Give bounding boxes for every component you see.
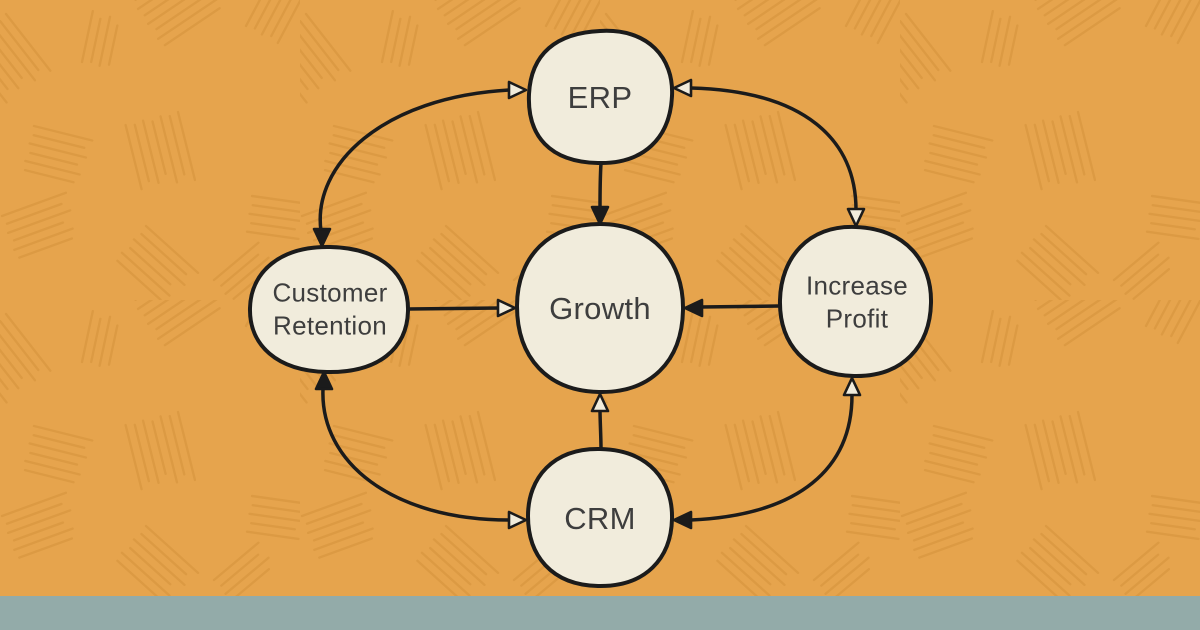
edge-erp-customer-retention <box>318 88 512 233</box>
arrowhead-into-increase-profit-top <box>846 207 866 228</box>
node-erp-shape <box>526 28 675 166</box>
arrowhead-into-crm-right <box>672 510 693 530</box>
arrowhead-into-growth-top <box>590 205 610 226</box>
node-label-growth: Growth <box>549 291 651 327</box>
edge-erp-increase-profit <box>689 86 858 212</box>
arrowhead-into-growth-left <box>496 298 517 318</box>
arrowhead-into-customer-retention-bottom <box>314 370 334 391</box>
node-increase-profit-shape <box>777 224 934 379</box>
edge-crm-growth <box>598 407 603 451</box>
arrowhead-into-increase-profit-bottom <box>842 376 862 397</box>
node-label-crm: CRM <box>564 501 636 537</box>
arrowhead-into-growth-bottom <box>590 392 610 413</box>
node-growth-shape <box>515 222 686 395</box>
arrowhead-into-customer-retention-top <box>312 227 332 248</box>
node-label-erp: ERP <box>567 80 633 116</box>
edge-customer-retention-growth <box>406 306 502 311</box>
arrowhead-into-erp-left <box>507 80 528 100</box>
edge-erp-growth <box>598 161 603 211</box>
arrowhead-into-growth-right <box>683 298 704 318</box>
footer-bar <box>0 596 1200 630</box>
node-label-customer-retention: Customer Retention <box>272 277 388 341</box>
node-label-increase-profit: Increase Profit <box>805 270 909 334</box>
edge-customer-retention-crm <box>321 387 511 522</box>
arrowhead-into-crm-left <box>507 510 528 530</box>
edge-crm-increase-profit <box>689 393 854 522</box>
edge-increase-profit-growth <box>698 304 781 309</box>
node-customer-retention-shape <box>247 244 411 375</box>
node-crm-shape <box>526 446 675 589</box>
arrowhead-into-erp-right <box>672 78 693 98</box>
